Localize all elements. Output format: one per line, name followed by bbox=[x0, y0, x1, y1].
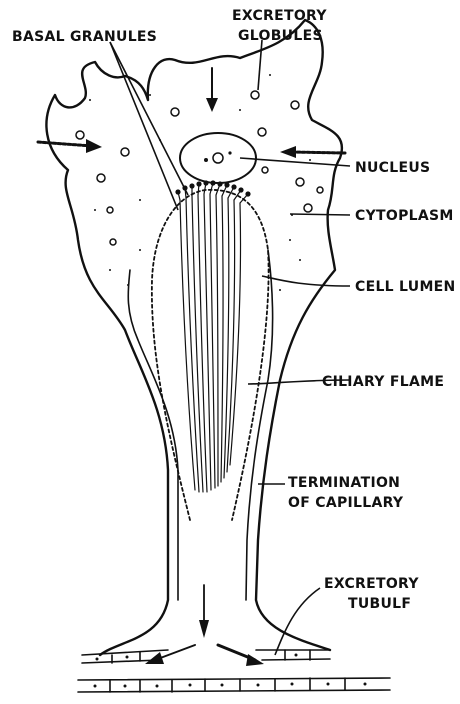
label-cytoplasm: CYTOPLASM bbox=[355, 208, 454, 224]
label-basal-granules: BASAL GRANULES bbox=[12, 29, 157, 45]
flow-arrows bbox=[38, 68, 345, 666]
label-nucleus: NUCLEUS bbox=[355, 160, 430, 176]
label-excretory-tubule-line2: TUBULF bbox=[348, 596, 411, 612]
ciliary-flame bbox=[180, 194, 241, 492]
label-excretory-globules-line1: EXCRETORY bbox=[232, 8, 327, 24]
excretory-globules bbox=[76, 91, 323, 245]
cell-outline bbox=[46, 20, 341, 655]
label-ciliary-flame: CILIARY FLAME bbox=[322, 374, 444, 390]
leader-lines bbox=[110, 40, 350, 655]
label-excretory-tubule-line1: EXCRETORY bbox=[324, 576, 419, 592]
label-termination-line2: OF CAPILLARY bbox=[288, 495, 404, 511]
label-excretory-globules-line2: GLOBULES bbox=[238, 28, 323, 44]
capillary-wall-right bbox=[246, 250, 273, 600]
label-termination-line1: TERMINATION bbox=[288, 475, 400, 491]
label-cell-lumen: CELL LUMEN bbox=[355, 279, 456, 295]
